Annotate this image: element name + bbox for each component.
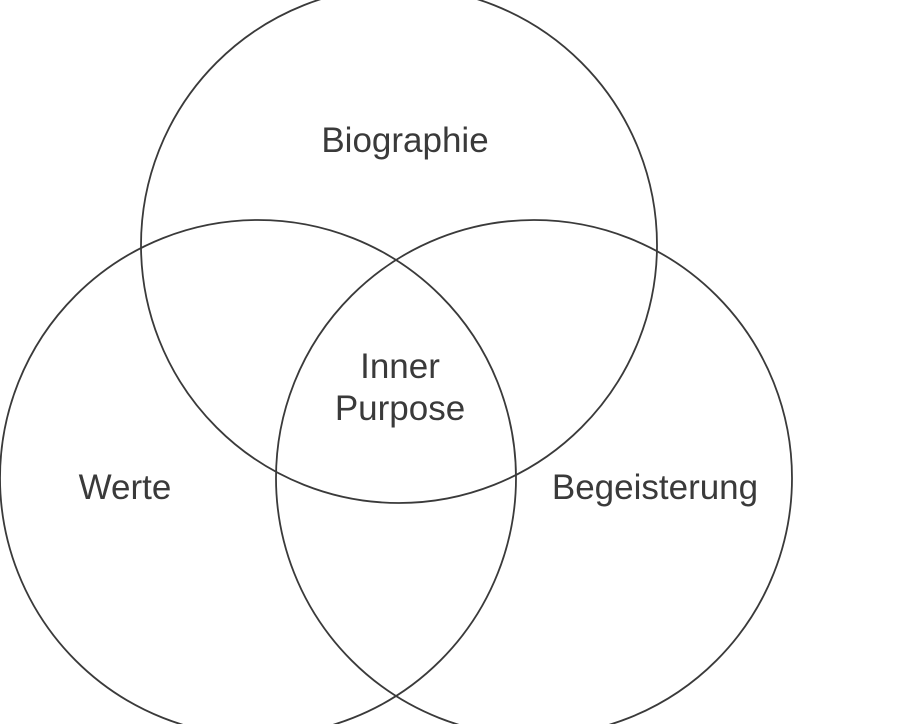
werte-circle (0, 219, 517, 724)
inner-purpose-label: Inner Purpose (300, 346, 500, 430)
begeisterung-circle (275, 219, 793, 724)
biographie-label: Biographie (321, 121, 489, 160)
begeisterung-label: Begeisterung (551, 468, 759, 507)
biographie-circle (140, 0, 658, 504)
inner-purpose-line-2: Purpose (334, 389, 466, 428)
inner-purpose-line-1: Inner (360, 347, 440, 386)
werte-label: Werte (78, 468, 172, 507)
